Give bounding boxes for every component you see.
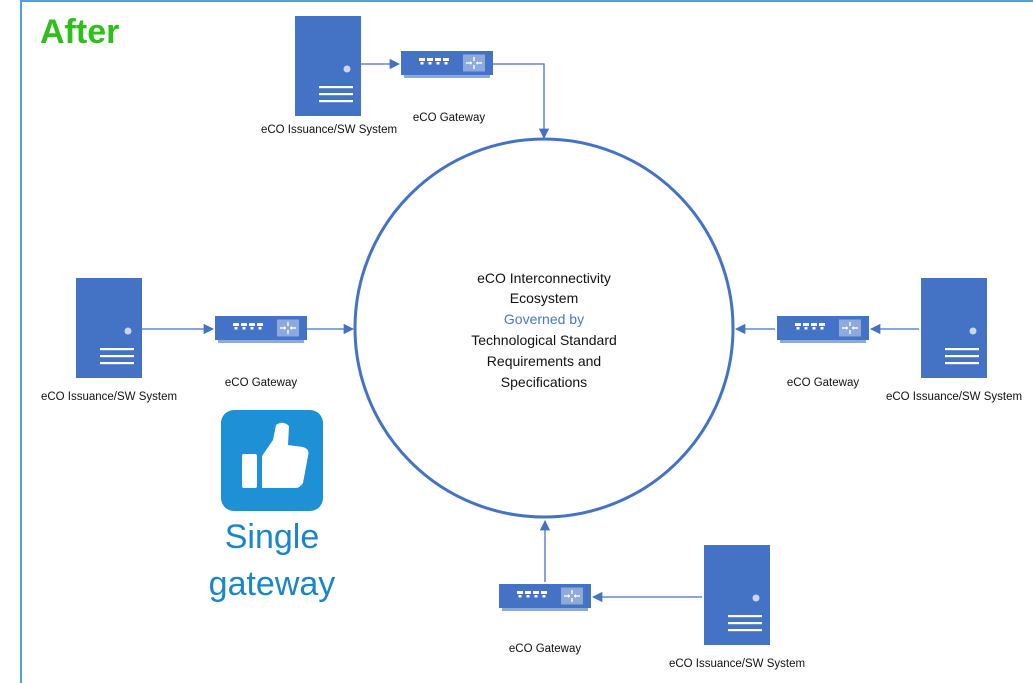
gateway-label-right: eCO Gateway (787, 377, 859, 389)
caption-line2: gateway (209, 565, 336, 603)
page-title: After (40, 13, 119, 51)
gateway-device-icon (776, 315, 870, 344)
gateway-device-icon (498, 583, 592, 612)
link-gateway-circle-top (493, 63, 550, 140)
center-text-governed: Governed by (504, 311, 584, 327)
server-icon (76, 278, 142, 378)
system-label-bottom: eCO Issuance/SW System (669, 658, 805, 670)
gateway-device-icon (400, 50, 494, 79)
ecosystem-circle (353, 137, 735, 519)
system-label-left: eCO Issuance/SW System (41, 391, 177, 403)
center-text-line4: Technological Standard (471, 332, 617, 348)
system-label-right: eCO Issuance/SW System (886, 391, 1022, 403)
caption-line1: Single (225, 518, 320, 556)
thumbs-up-icon (221, 410, 323, 511)
server-icon (295, 16, 361, 116)
server-icon (921, 278, 987, 378)
gateway-label-bottom: eCO Gateway (509, 643, 581, 655)
center-text-line2: Ecosystem (510, 290, 578, 306)
server-icon (704, 545, 770, 645)
gateway-label-left: eCO Gateway (225, 377, 297, 389)
system-label-top: eCO Issuance/SW System (261, 124, 397, 136)
center-text-line6: Specifications (501, 374, 587, 390)
center-text-line1: eCO Interconnectivity (477, 270, 611, 286)
gateway-label-top: eCO Gateway (413, 112, 485, 124)
gateway-device-icon (214, 315, 308, 344)
center-text-line5: Requirements and (487, 353, 601, 369)
